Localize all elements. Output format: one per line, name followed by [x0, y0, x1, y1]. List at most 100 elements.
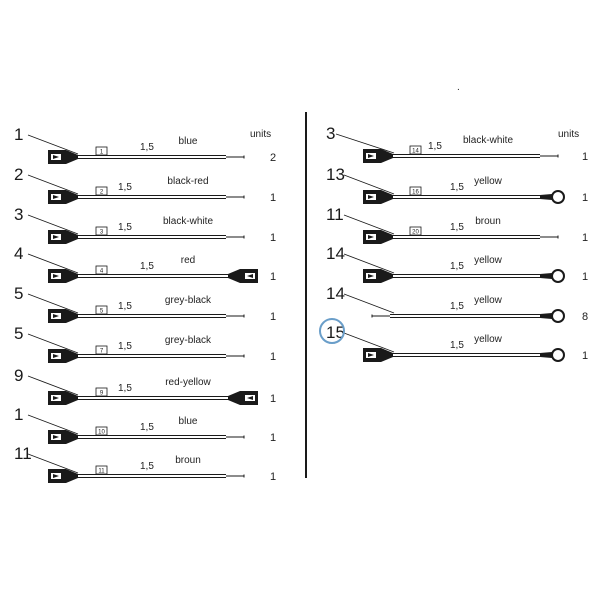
connector-plug-icon — [48, 469, 78, 483]
connector-pin — [247, 274, 253, 278]
connector-body — [48, 269, 78, 283]
quantity-value: 1 — [582, 151, 588, 163]
quantity-value: 1 — [582, 232, 588, 244]
callout-leader-line — [343, 332, 395, 353]
connector-pin — [247, 396, 253, 400]
quantity-value: 1 — [270, 432, 276, 444]
connector-body — [228, 391, 258, 405]
callout-leader-line — [27, 293, 79, 314]
callout-number: 3 — [326, 124, 335, 143]
ring-terminal-icon — [540, 348, 565, 362]
wire-number-tag-text: 9 — [100, 391, 104, 397]
cross-section-label: 1,5 — [140, 461, 154, 472]
wire-number-tag-text: 16 — [412, 190, 419, 196]
connector-pin — [53, 155, 59, 159]
ring-eye — [551, 190, 565, 204]
callout-leader-line — [343, 214, 395, 235]
wire-color-label: black-white — [163, 216, 213, 227]
quantity-value: 1 — [270, 471, 276, 483]
ring-crimp — [540, 313, 552, 319]
wire-number-tag-text: 11 — [98, 469, 105, 475]
callout-leader-line — [27, 253, 79, 274]
cross-section-label: 1,5 — [450, 222, 464, 233]
wire-color-label: broun — [475, 216, 501, 227]
callout-number: 1 — [14, 405, 23, 424]
connector-plug-icon — [48, 230, 78, 244]
quantity-value: 8 — [582, 311, 588, 323]
cross-section-label: 1,5 — [140, 261, 154, 272]
connector-plug-icon — [363, 149, 393, 163]
units-header-left: units — [250, 129, 271, 140]
wire-number-tag — [95, 426, 108, 436]
connector-body — [228, 269, 258, 283]
connector-body — [48, 190, 78, 204]
callout-leader-line — [27, 375, 79, 396]
callout-leader-line — [343, 293, 395, 314]
connector-plug-icon — [48, 150, 78, 164]
connector-body — [48, 469, 78, 483]
connector-pin — [53, 314, 59, 318]
connector-body — [48, 349, 78, 363]
wire-color-label: broun — [175, 455, 201, 466]
callout-leader-line — [27, 453, 79, 474]
connector-pin — [53, 235, 59, 239]
quantity-value: 1 — [270, 351, 276, 363]
ring-eye — [551, 269, 565, 283]
cross-section-label: 1,5 — [140, 142, 154, 153]
wire-color-label: blue — [179, 416, 198, 427]
connector-body — [48, 150, 78, 164]
connector-plug-icon — [48, 430, 78, 444]
wire-number-tag-text: 5 — [100, 309, 104, 315]
wire-color-label: grey-black — [165, 335, 212, 346]
cross-section-label: 1,5 — [118, 222, 132, 233]
callout-leader-line — [27, 214, 79, 235]
cross-section-label: 1,5 — [450, 340, 464, 351]
connector-body — [363, 230, 393, 244]
wire-number-tag-text: 14 — [412, 149, 419, 155]
wire-number-tag-text: 3 — [100, 230, 104, 236]
wire-color-label: yellow — [474, 255, 503, 266]
connector-plug-icon — [228, 391, 258, 405]
connector-pin — [368, 195, 374, 199]
connector-plug-icon — [48, 391, 78, 405]
units-header-right: units — [558, 129, 579, 140]
wire-number-tag — [95, 226, 108, 236]
callout-leader-line — [27, 134, 79, 155]
cross-section-label: 1,5 — [118, 182, 132, 193]
wire-color-label: red-yellow — [165, 377, 211, 388]
quantity-value: 1 — [270, 192, 276, 204]
wire-number-tag — [409, 186, 422, 196]
decorative-dot: . — [457, 82, 460, 93]
callout-number: 11 — [326, 205, 344, 224]
connector-plug-icon — [363, 348, 393, 362]
connector-plug-icon — [363, 269, 393, 283]
connector-pin — [53, 274, 59, 278]
callout-number: 4 — [14, 244, 23, 263]
connector-plug-icon — [48, 269, 78, 283]
connector-plug-icon — [363, 230, 393, 244]
cross-section-label: 1,5 — [118, 341, 132, 352]
callout-number: 3 — [14, 205, 23, 224]
callout-number: 14 — [326, 244, 345, 263]
quantity-value: 1 — [270, 271, 276, 283]
wire-number-tag — [95, 345, 108, 355]
quantity-value: 1 — [582, 350, 588, 362]
wire-number-tag-text: 4 — [100, 269, 104, 275]
wire-number-tag-text: 1 — [100, 150, 104, 156]
callout-number: 5 — [14, 284, 23, 303]
wire-number-tag — [95, 186, 108, 196]
ring-terminal-icon — [540, 269, 565, 283]
connector-pin — [368, 274, 374, 278]
callout-number: 14 — [326, 284, 345, 303]
cross-section-label: 1,5 — [140, 422, 154, 433]
wire-color-label: grey-black — [165, 295, 212, 306]
callout-number: 9 — [14, 366, 23, 385]
wire-number-tag — [409, 226, 422, 236]
callout-leader-line — [27, 174, 79, 195]
